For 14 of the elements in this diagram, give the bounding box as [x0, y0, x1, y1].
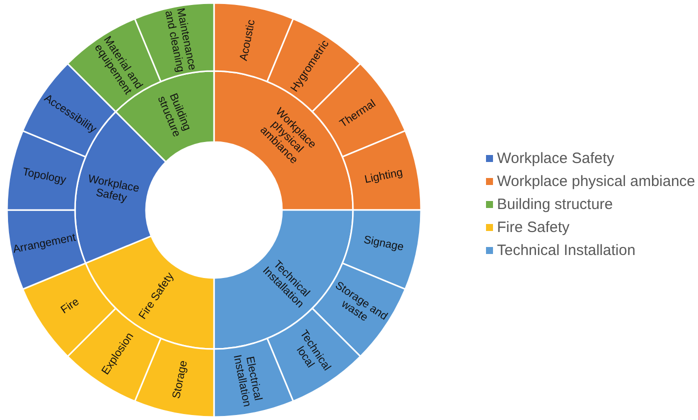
segment-label: Workplace Safety: [86, 172, 142, 207]
legend-label: Fire Safety: [497, 219, 570, 236]
legend-label: Workplace Safety: [497, 150, 614, 167]
segment-label: Lighting: [364, 166, 404, 186]
segment-label: Electrical Installation: [230, 352, 265, 410]
segment-label: Topology: [22, 166, 68, 186]
segment-label: Storage: [170, 360, 190, 400]
legend-label: Technical Installation: [497, 242, 636, 259]
legend-label: Workplace physical ambiance: [497, 173, 696, 190]
segment-label: Acoustic: [238, 18, 258, 62]
segment-label: Maintenance and cleaning: [162, 6, 198, 76]
segment-label: Signage: [362, 234, 405, 254]
segment-label: Fire: [58, 296, 82, 316]
legend-label: Building structure: [497, 196, 613, 213]
